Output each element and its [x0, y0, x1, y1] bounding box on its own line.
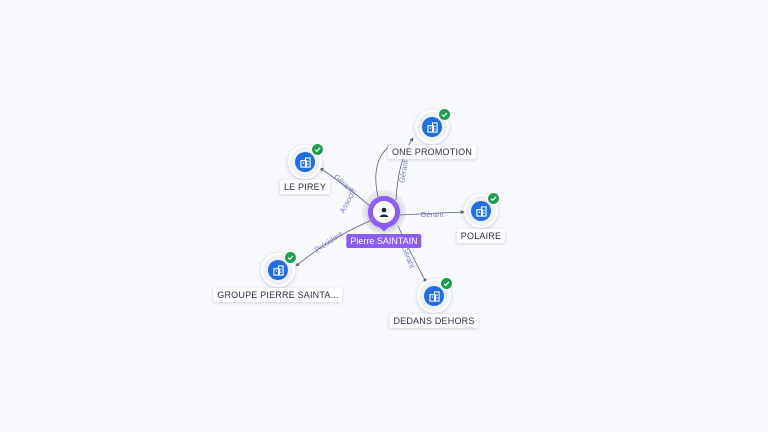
- relation-label: Gérant: [397, 159, 410, 184]
- building-icon: [272, 264, 284, 276]
- company-label: LE PIREY: [279, 180, 331, 194]
- relation-label: Gérant: [421, 210, 445, 219]
- relation-label: Associé: [338, 187, 358, 214]
- relation-edge-groupe-pierre-saintain: [295, 219, 373, 267]
- relation-edge-dedans-dehors: [397, 225, 427, 283]
- relation-edge-le-pirey: [319, 167, 371, 207]
- company-label: POLAIRE: [456, 229, 506, 243]
- company-label: DEDANS DEHORS: [389, 314, 479, 328]
- relation-label: Gérant: [400, 245, 417, 270]
- relation-edge-one-promotion: [395, 137, 414, 201]
- company-label: GROUPE PIERRE SAINTA...: [213, 288, 343, 302]
- verified-check-icon: [440, 277, 453, 290]
- verified-check-icon: [487, 192, 500, 205]
- person-name-label: Pierre SAINTAIN: [346, 234, 422, 248]
- building-icon: [428, 290, 440, 302]
- user-icon: [379, 207, 389, 217]
- building-icon: [426, 121, 438, 133]
- verified-check-icon: [284, 251, 297, 264]
- verified-check-icon: [311, 143, 324, 156]
- relation-edge-le-pirey: [375, 144, 392, 198]
- relation-label: Président: [313, 229, 345, 254]
- building-icon: [475, 205, 487, 217]
- relation-edge-polaire: [399, 210, 465, 216]
- company-label: ONE PROMOTION: [387, 145, 477, 159]
- building-icon: [299, 156, 311, 168]
- verified-check-icon: [438, 108, 451, 121]
